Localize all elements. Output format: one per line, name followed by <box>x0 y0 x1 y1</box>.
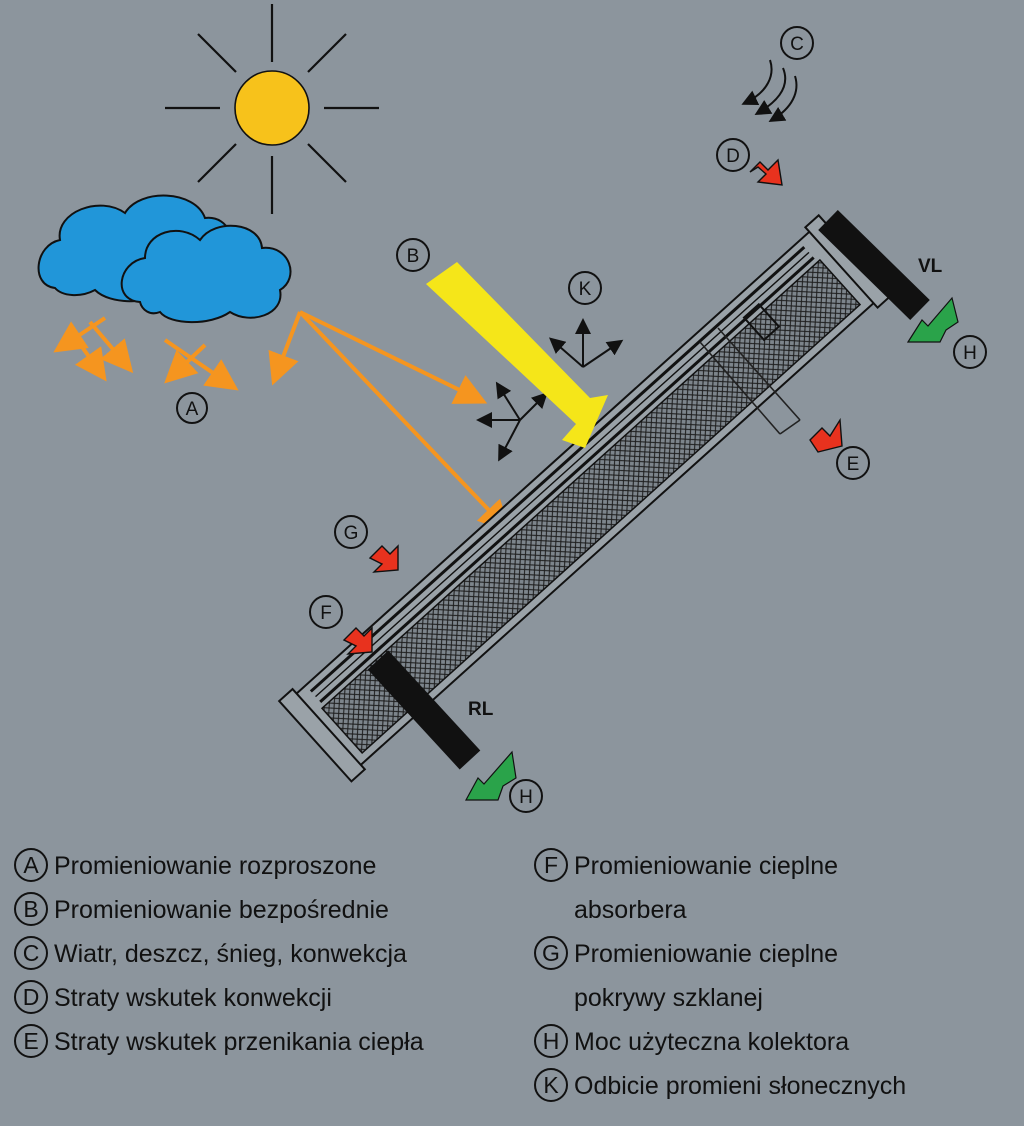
svg-text:A: A <box>186 399 199 420</box>
label-H-bottom: H <box>509 779 543 813</box>
legend-text-continuation: pokrywy szklanej <box>574 984 763 1012</box>
label-G: G <box>334 515 368 549</box>
direct-radiation-beam <box>426 262 608 448</box>
legend-badge: B <box>14 892 48 926</box>
label-C: C <box>780 26 814 60</box>
pipes <box>367 209 930 770</box>
legend-text: Odbicie promieni słonecznych <box>574 1072 907 1100</box>
legend-item-H: H Moc użyteczna kolektora <box>534 1020 1014 1064</box>
legend-badge: A <box>14 848 48 882</box>
svg-text:G: G <box>344 523 359 544</box>
label-D: D <box>716 138 750 172</box>
legend-text: Promieniowanie cieplne <box>574 852 839 880</box>
svg-text:B: B <box>407 246 420 267</box>
legend-badge: H <box>534 1024 568 1058</box>
label-E: E <box>836 446 870 480</box>
legend-item-F: F Promieniowanie cieplne <box>534 844 1014 888</box>
glass-radiation-arrow <box>368 544 399 573</box>
legend-item-G: G Promieniowanie cieplne <box>534 932 1014 976</box>
legend-text: Straty wskutek konwekcji <box>54 984 332 1012</box>
solar-collector-diagram: A B C D E F G H H K VL RL <box>37 4 987 813</box>
heat-transfer-line <box>699 327 801 435</box>
legend-text-continuation: absorbera <box>574 896 687 924</box>
legend-badge: D <box>14 980 48 1014</box>
legend-text: Moc użyteczna kolektora <box>574 1028 850 1056</box>
transmission-loss-arrow <box>809 417 843 453</box>
reflection-arrows <box>476 318 624 462</box>
legend-item-A: A Promieniowanie rozproszone <box>14 844 514 888</box>
diffuse-radiation-arrows <box>53 310 511 533</box>
absorber-radiation-arrow <box>342 626 373 655</box>
legend-text: Promieniowanie bezpośrednie <box>54 896 389 924</box>
svg-text:C: C <box>790 34 804 55</box>
label-B: B <box>396 238 430 272</box>
svg-text:F: F <box>320 603 332 624</box>
wind-arrows-icon <box>741 59 798 123</box>
label-H-top: H <box>953 335 987 369</box>
legend-badge: E <box>14 1024 48 1058</box>
svg-text:E: E <box>847 454 860 475</box>
sun-icon <box>165 4 379 214</box>
legend-badge: F <box>534 848 568 882</box>
legend-item-B: B Promieniowanie bezpośrednie <box>14 888 514 932</box>
solar-collector-panel <box>277 213 893 783</box>
svg-text:K: K <box>579 279 592 300</box>
pipe-label-rl: RL <box>468 699 494 720</box>
legend-item-D: D Straty wskutek konwekcji <box>14 976 514 1020</box>
convection-loss-arrow <box>749 158 783 186</box>
loss-arrows <box>342 158 843 655</box>
svg-text:H: H <box>519 787 533 808</box>
legend-badge: C <box>14 936 48 970</box>
legend-item-C: C Wiatr, deszcz, śnieg, konwekcja <box>14 932 514 976</box>
legend-badge: G <box>534 936 568 970</box>
label-F: F <box>309 595 343 629</box>
label-A: A <box>176 392 208 424</box>
svg-text:H: H <box>963 343 977 364</box>
label-K: K <box>568 271 602 305</box>
legend-text: Promieniowanie rozproszone <box>54 852 377 880</box>
legend-right: F Promieniowanie cieplne absorbera G Pro… <box>534 844 1014 1108</box>
legend-text: Wiatr, deszcz, śnieg, konwekcja <box>54 940 407 968</box>
cloud-icon <box>37 194 292 324</box>
useful-power-arrows <box>464 296 959 801</box>
legend-left: A Promieniowanie rozproszone B Promienio… <box>14 844 514 1064</box>
pipe-label-vl: VL <box>918 256 943 277</box>
svg-text:D: D <box>726 146 740 167</box>
legend-item-E: E Straty wskutek przenikania ciepła <box>14 1020 514 1064</box>
legend-text: Promieniowanie cieplne <box>574 940 839 968</box>
legend-badge: K <box>534 1068 568 1102</box>
legend-item-K: K Odbicie promieni słonecznych <box>534 1064 1014 1108</box>
legend-text: Straty wskutek przenikania ciepła <box>54 1028 424 1056</box>
